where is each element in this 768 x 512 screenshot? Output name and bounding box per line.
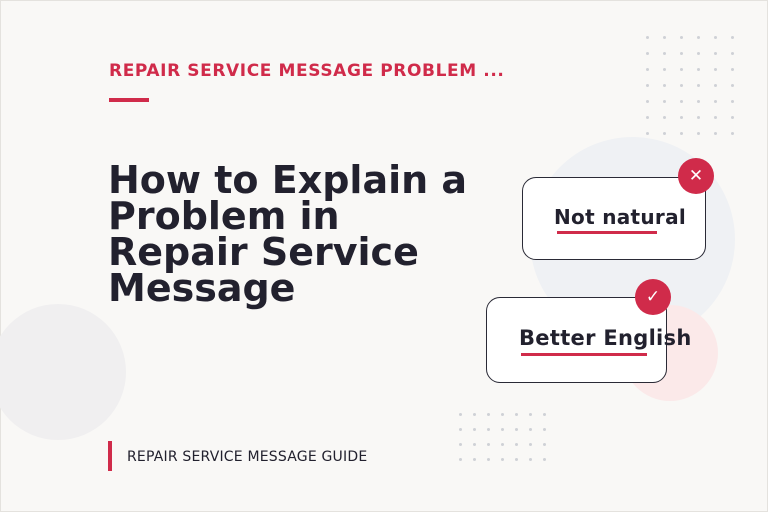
decor-dot — [515, 458, 518, 461]
decor-dot — [731, 116, 734, 119]
decor-dot — [663, 132, 666, 135]
decor-dot — [501, 413, 504, 416]
decor-dot — [731, 52, 734, 55]
decor-dot — [487, 443, 490, 446]
better-english-underline — [521, 353, 647, 356]
decor-dot — [473, 428, 476, 431]
decor-dot — [697, 84, 700, 87]
decor-dot — [697, 116, 700, 119]
check-icon: ✓ — [635, 279, 671, 315]
decor-dot — [663, 52, 666, 55]
decor-dot — [714, 84, 717, 87]
decor-dot — [529, 428, 532, 431]
decor-dot — [714, 36, 717, 39]
decor-dot — [515, 428, 518, 431]
decor-dot — [501, 443, 504, 446]
dot-grid-bottom — [459, 413, 546, 461]
title-line: Problem in — [108, 194, 340, 238]
decor-dot — [487, 413, 490, 416]
decor-dot — [731, 68, 734, 71]
decor-dot — [459, 413, 462, 416]
decor-dot — [646, 36, 649, 39]
eyebrow-underline — [109, 98, 149, 102]
decor-dot — [501, 428, 504, 431]
page-title: How to Explain a Problem in Repair Servi… — [108, 161, 508, 307]
decor-dot — [697, 36, 700, 39]
decor-dot — [646, 116, 649, 119]
better-english-card — [486, 297, 667, 383]
decor-dot — [543, 413, 546, 416]
decor-dot — [646, 84, 649, 87]
decor-dot — [714, 100, 717, 103]
decor-dot — [515, 443, 518, 446]
decor-dot — [459, 458, 462, 461]
title-line: Message — [108, 266, 296, 310]
not-natural-card — [522, 177, 706, 260]
decor-dot — [663, 84, 666, 87]
better-english-label: Better English — [519, 326, 692, 350]
decor-dot — [731, 36, 734, 39]
decor-dot — [697, 52, 700, 55]
decor-dot — [680, 116, 683, 119]
decor-dot — [473, 413, 476, 416]
close-icon: ✕ — [678, 158, 714, 194]
decor-dot — [529, 443, 532, 446]
decor-dot — [529, 413, 532, 416]
decor-dot — [714, 116, 717, 119]
decor-dot — [529, 458, 532, 461]
decor-dot — [680, 132, 683, 135]
decor-dot — [680, 100, 683, 103]
decor-dot — [731, 84, 734, 87]
decor-dot — [714, 132, 717, 135]
decor-dot — [663, 68, 666, 71]
decor-dot — [543, 428, 546, 431]
decor-dot — [697, 68, 700, 71]
decor-dot — [487, 428, 490, 431]
decor-dot — [646, 132, 649, 135]
decor-dot — [663, 100, 666, 103]
decor-dot — [473, 458, 476, 461]
decor-dot — [543, 458, 546, 461]
not-natural-underline — [557, 231, 657, 234]
decor-dot — [459, 443, 462, 446]
decor-dot — [714, 68, 717, 71]
decor-dot — [680, 52, 683, 55]
decor-dot — [663, 36, 666, 39]
decor-dot — [697, 132, 700, 135]
eyebrow-label: REPAIR SERVICE MESSAGE PROBLEM ... — [109, 61, 505, 81]
decor-dot — [680, 68, 683, 71]
decor-dot — [487, 458, 490, 461]
decor-dot — [731, 100, 734, 103]
decor-dot — [680, 36, 683, 39]
decor-dot — [501, 458, 504, 461]
decor-dot — [714, 52, 717, 55]
decor-dot — [459, 428, 462, 431]
decor-dot — [680, 84, 683, 87]
decor-dot — [515, 413, 518, 416]
title-line: Repair Service — [108, 230, 419, 274]
footer-accent-bar — [108, 441, 112, 471]
decor-dot — [731, 132, 734, 135]
decor-dot — [646, 52, 649, 55]
footer-label: REPAIR SERVICE MESSAGE GUIDE — [127, 449, 368, 465]
title-line: How to Explain a — [108, 158, 468, 202]
decor-dot — [543, 443, 546, 446]
decor-dot — [663, 116, 666, 119]
decor-dot — [646, 68, 649, 71]
not-natural-label: Not natural — [554, 205, 687, 229]
decor-circle-left — [0, 304, 126, 440]
decor-dot — [473, 443, 476, 446]
decor-dot — [697, 100, 700, 103]
dot-grid-top — [646, 36, 734, 135]
decor-dot — [646, 100, 649, 103]
